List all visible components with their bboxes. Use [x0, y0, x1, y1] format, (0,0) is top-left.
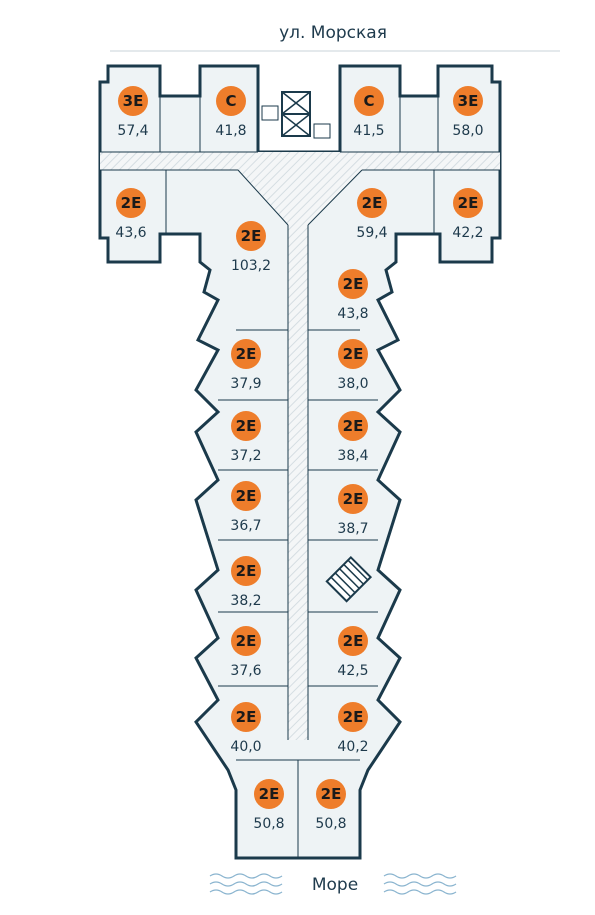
apartment-type-badge — [453, 188, 483, 218]
apartment-area: 38,7 — [337, 521, 368, 537]
apartment-type: 2Е — [121, 194, 142, 212]
apartment-type-badge — [357, 188, 387, 218]
apartment-type-badge — [338, 339, 368, 369]
apartment-marker[interactable]: 2Е 42,5 — [337, 626, 369, 679]
apartment-marker[interactable]: 2Е 38,2 — [230, 556, 262, 609]
apartment-marker[interactable]: 2Е 43,8 — [337, 269, 369, 322]
apartment-area: 58,0 — [452, 123, 483, 139]
apartment-type-badge — [354, 86, 384, 116]
apartment-type: 2Е — [236, 632, 257, 650]
apartment-marker[interactable]: 2Е 43,6 — [115, 188, 147, 241]
apartment-area: 50,8 — [315, 816, 346, 832]
apartment-type: 2Е — [236, 562, 257, 580]
apartment-type-badge — [231, 481, 261, 511]
apartment-area: 50,8 — [253, 816, 284, 832]
apartment-type: С — [363, 92, 374, 110]
apartment-marker[interactable]: 2Е 50,8 — [253, 779, 285, 832]
horizontal-corridor — [100, 152, 500, 170]
apartment-type-badge — [236, 221, 266, 251]
apartments-layer: 3Е 57,4 С 41,8 С 41,5 3Е 58,0 2Е 43,6 2Е 103,2 2Е 59,… — [115, 86, 484, 832]
apartment-area: 38,4 — [337, 448, 368, 464]
apartment-type-badge — [338, 411, 368, 441]
apartment-marker[interactable]: 3Е 57,4 — [117, 86, 149, 139]
apartment-area: 59,4 — [356, 225, 387, 241]
apartment-type: 2Е — [343, 708, 364, 726]
apartment-type-badge — [231, 626, 261, 656]
apartment-area: 40,0 — [230, 739, 261, 755]
apartment-type-badge — [216, 86, 246, 116]
apartment-type: 2Е — [343, 275, 364, 293]
apartment-area: 36,7 — [230, 518, 261, 534]
apartment-type: 2Е — [458, 194, 479, 212]
apartment-area: 43,6 — [115, 225, 146, 241]
apartment-marker[interactable]: 2Е 40,0 — [230, 702, 262, 755]
apartment-type-badge — [231, 556, 261, 586]
elevator-block — [261, 91, 331, 139]
apartment-type-badge — [316, 779, 346, 809]
apartment-type-badge — [338, 484, 368, 514]
apartment-type: 2Е — [241, 227, 262, 245]
apartment-type-badge — [231, 702, 261, 732]
apartment-area: 103,2 — [231, 258, 271, 274]
apartment-marker[interactable]: 2Е 37,2 — [230, 411, 262, 464]
apartment-marker[interactable]: 2Е 40,2 — [337, 702, 369, 755]
partitions — [100, 96, 500, 858]
apartment-type: 2Е — [343, 417, 364, 435]
apartment-type-badge — [338, 269, 368, 299]
apartment-area: 37,9 — [230, 376, 261, 392]
apartment-type: 2Е — [259, 785, 280, 803]
apartment-area: 41,8 — [215, 123, 246, 139]
sea-waves-left-icon — [209, 873, 283, 895]
apartment-marker[interactable]: 2Е 37,9 — [230, 339, 262, 392]
apartment-area: 40,2 — [337, 739, 368, 755]
apartment-type-badge — [118, 86, 148, 116]
apartment-type: 2Е — [362, 194, 383, 212]
apartment-area: 42,5 — [337, 663, 368, 679]
apartment-marker[interactable]: 2Е 50,8 — [315, 779, 347, 832]
apartment-type: 2Е — [321, 785, 342, 803]
apartment-type: 2Е — [236, 417, 257, 435]
apartment-type: 2Е — [236, 487, 257, 505]
apartment-marker[interactable]: 2Е 42,2 — [452, 188, 484, 241]
apartment-area: 57,4 — [117, 123, 148, 139]
apartment-type-badge — [338, 626, 368, 656]
sea-waves-right-icon — [383, 873, 457, 895]
apartment-marker[interactable]: 2Е 59,4 — [356, 188, 388, 241]
apartment-marker[interactable]: 2Е 38,0 — [337, 339, 369, 392]
apartment-type: 2Е — [343, 632, 364, 650]
apartment-marker[interactable]: 2Е 37,6 — [230, 626, 262, 679]
apartment-marker[interactable]: 2Е 36,7 — [230, 481, 262, 534]
apartment-type: 2Е — [236, 708, 257, 726]
apartment-type-badge — [254, 779, 284, 809]
apartment-type-badge — [231, 411, 261, 441]
apartment-marker[interactable]: 3Е 58,0 — [452, 86, 484, 139]
apartment-type: 2Е — [343, 490, 364, 508]
apartment-area: 38,0 — [337, 376, 368, 392]
apartment-type: 2Е — [236, 345, 257, 363]
apartment-area: 37,2 — [230, 448, 261, 464]
apartment-marker[interactable]: 2Е 38,4 — [337, 411, 369, 464]
apartment-area: 42,2 — [452, 225, 483, 241]
apartment-marker[interactable]: С 41,5 — [353, 86, 385, 139]
street-label: ул. Морская — [279, 23, 387, 43]
apartment-type-badge — [338, 702, 368, 732]
apartment-type: 2Е — [343, 345, 364, 363]
apartment-type-badge — [116, 188, 146, 218]
vertical-corridor — [238, 170, 362, 740]
apartment-area: 38,2 — [230, 593, 261, 609]
apartment-marker[interactable]: С 41,8 — [215, 86, 247, 139]
apartment-type-badge — [231, 339, 261, 369]
apartment-type: 3Е — [123, 92, 144, 110]
apartment-marker[interactable]: 2Е 38,7 — [337, 484, 369, 537]
apartment-area: 37,6 — [230, 663, 261, 679]
apartment-marker[interactable]: 2Е 103,2 — [231, 221, 271, 274]
sea-label: Море — [312, 875, 358, 895]
apartment-area: 43,8 — [337, 306, 368, 322]
staircase — [325, 555, 373, 603]
apartment-type-badge — [453, 86, 483, 116]
apartment-area: 41,5 — [353, 123, 384, 139]
apartment-type: С — [225, 92, 236, 110]
apartment-type: 3Е — [458, 92, 479, 110]
